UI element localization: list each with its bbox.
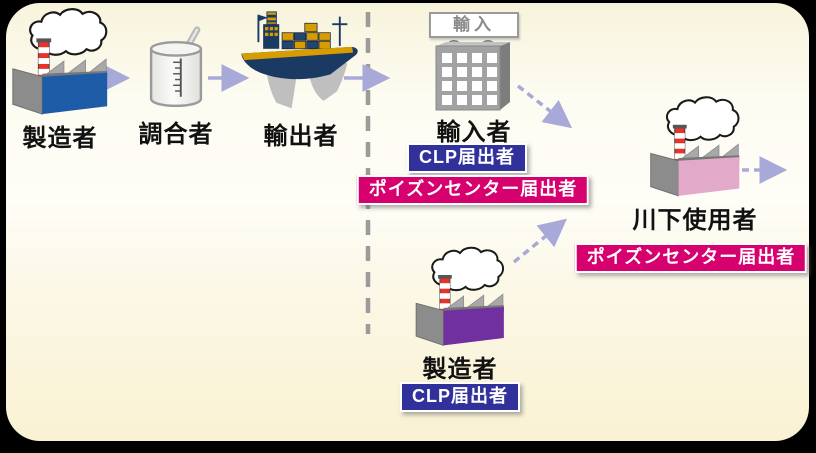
diagram-panel xyxy=(6,3,809,441)
cargo-ship-icon xyxy=(241,11,358,109)
manufacturer-label: 製造者 xyxy=(22,125,98,152)
node-manufacturer: 製造者 xyxy=(8,4,112,153)
node-formulator: 調合者 xyxy=(136,24,216,149)
domestic-manufacturer-clp-notifier-badge: CLP届出者 xyxy=(400,382,520,412)
importer-label: 輸入者 xyxy=(436,119,512,146)
ship-hull-stripe xyxy=(241,46,354,61)
node-downstream-user: 川下使用者 xyxy=(630,92,760,235)
importer-clp-notifier-badge: CLP届出者 xyxy=(407,143,527,173)
factory-icon xyxy=(415,246,505,346)
factory-front-face xyxy=(42,72,108,115)
formulator-label: 調合者 xyxy=(138,121,214,148)
importer-poison-centre-notifier-badge: ポイズンセンター届出者 xyxy=(356,175,590,205)
domestic-manufacturer-label: 製造者 xyxy=(422,356,498,383)
node-domestic-manufacturer: 製造者 xyxy=(410,243,510,384)
downstream-user-poison-centre-notifier-badge: ポイズンセンター届出者 xyxy=(574,243,808,273)
measuring-scale-icon xyxy=(173,58,182,97)
import-sign: 輸入 xyxy=(429,12,519,38)
downstream-user-label: 川下使用者 xyxy=(632,207,758,234)
factory-front-face xyxy=(678,157,740,196)
ship-funnel xyxy=(266,11,277,25)
beaker-icon xyxy=(149,26,203,107)
ship-bridge xyxy=(263,24,280,49)
factory-front-face xyxy=(443,306,504,346)
factory-icon xyxy=(12,8,108,115)
ship-containers xyxy=(281,22,331,50)
node-importer: 輸入 輸入者 xyxy=(424,12,524,147)
office-building-icon xyxy=(435,40,510,111)
exporter-label: 輸出者 xyxy=(263,123,339,150)
factory-icon xyxy=(650,96,740,197)
node-exporter: 輸出者 xyxy=(233,10,369,151)
building-windows xyxy=(442,53,497,105)
